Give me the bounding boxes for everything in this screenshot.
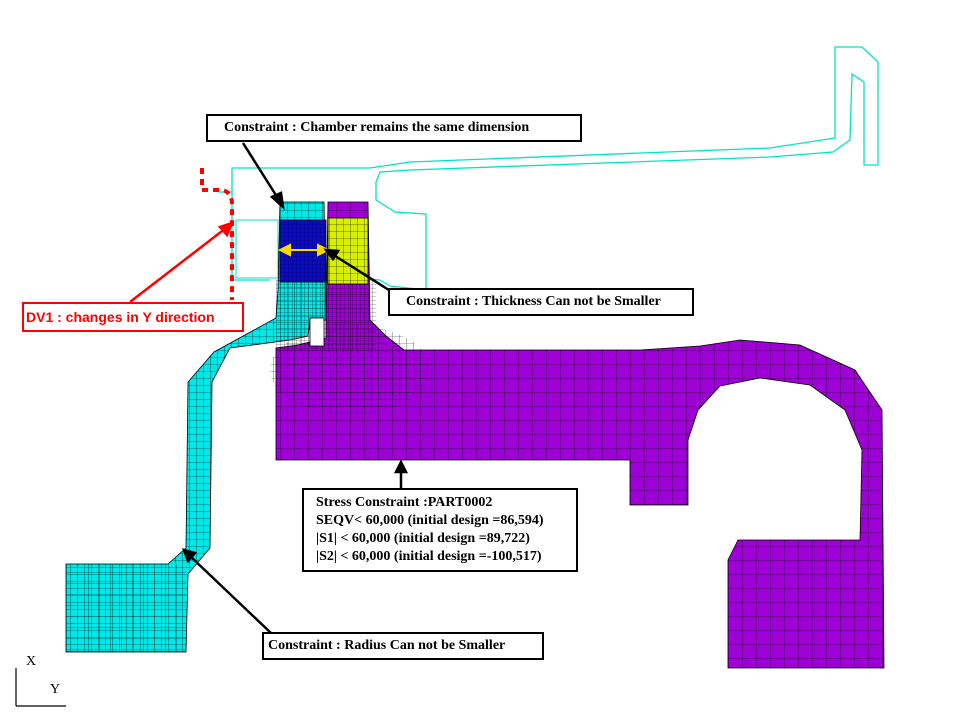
stress-s2-line: |S2| < 60,000 (initial design =-100,517) — [316, 549, 542, 564]
thickness-leader-arrow — [323, 248, 393, 294]
chamber-leader-arrow — [241, 142, 285, 211]
y-axis-label: Y — [50, 682, 61, 697]
stress-title: Stress Constraint :PART0002 — [316, 495, 493, 510]
radius-leader-arrow — [182, 548, 273, 635]
stress-s1-line: |S1| < 60,000 (initial design =89,722) — [316, 531, 530, 546]
thickness-constraint-label: Constraint : Thickness Can not be Smalle… — [388, 288, 694, 316]
chamber-outline — [235, 219, 279, 279]
dv1-leader-arrow — [129, 220, 235, 303]
axis-triad — [15, 668, 66, 707]
stress-constraint-label: Stress Constraint :PART0002 SEQV< 60,000… — [302, 488, 578, 572]
stress-seqv-line: SEQV< 60,000 (initial design =86,594) — [316, 513, 544, 528]
thickness-dimension-arrow — [277, 243, 331, 257]
x-axis-label: X — [26, 654, 37, 669]
radius-constraint-label: Constraint : Radius Can not be Smaller — [262, 632, 544, 660]
chamber-constraint-label: Constraint : Chamber remains the same di… — [206, 114, 582, 142]
dv1-label: DV1 : changes in Y direction — [22, 302, 244, 332]
dv1-dashed-line — [200, 168, 234, 300]
stress-leader-arrow — [393, 459, 409, 488]
hub-slot — [309, 317, 325, 347]
